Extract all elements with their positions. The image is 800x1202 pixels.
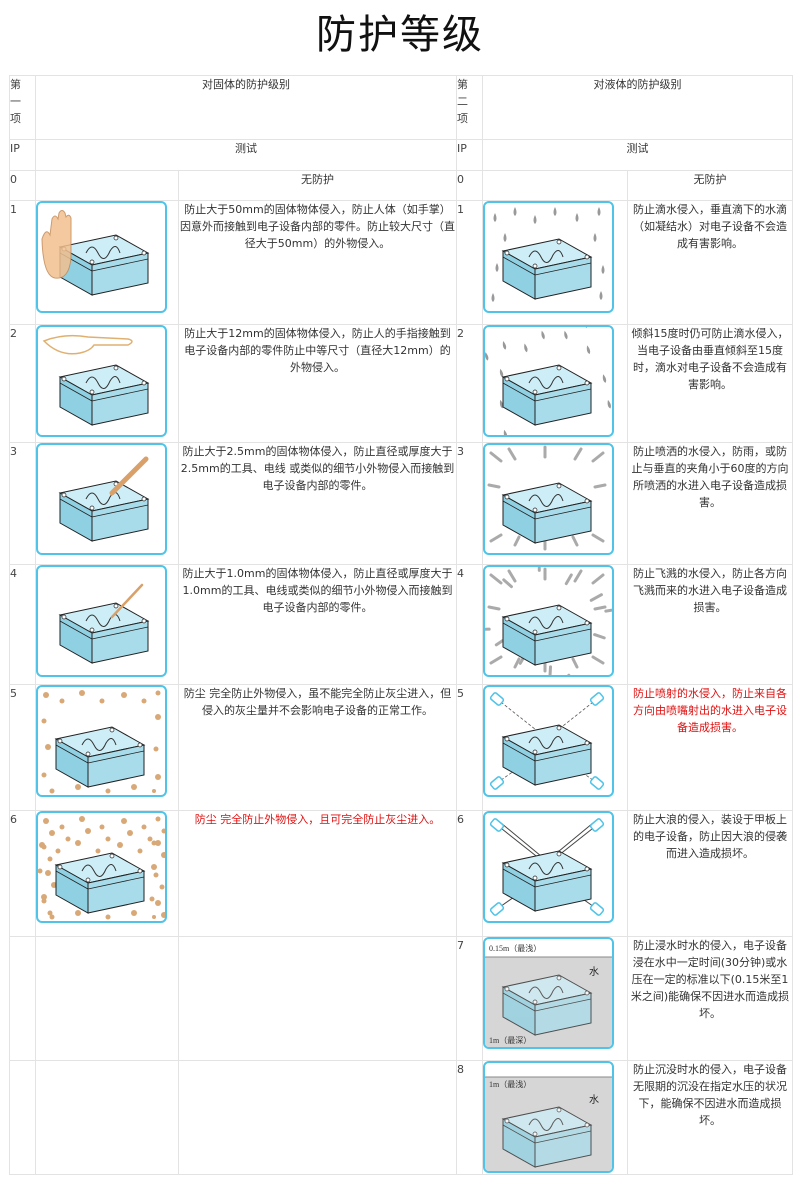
liquid-level-description: 防止喷洒的水侵入，防雨，或防止与垂直的夹角小于60度的方向所喷洒的水进入电子设备… [627, 442, 793, 565]
ipx8-submersion-illustration: 1m（最浅） 水 [483, 1061, 614, 1173]
second-item-label: 第二项 [456, 75, 483, 140]
liquid-level-number: 3 [456, 442, 483, 565]
empty-cell [35, 1060, 179, 1175]
table-row: 7 0.15m（最浅） 水 1m（最深） 防止浸水时水的侵入，电子设备浸在水中一… [9, 936, 793, 1061]
ip2x-finger-illustration [36, 325, 167, 437]
top-depth-label: 0.15m（最浅） [489, 943, 541, 953]
table-row: 5 防尘 完全防止外物侵入，虽不能完全防止灰尘进入，但侵入的灰尘量并不会影响电子… [9, 684, 793, 811]
solid-level-description: 防止大于12mm的固体物体侵入，防止人的手指接触到电子设备内部的零件防止中等尺寸… [178, 324, 457, 443]
ipx2-tilted-drip-illustration [483, 325, 614, 437]
water-label: 水 [589, 966, 599, 978]
liquid-level-number: 1 [456, 200, 483, 325]
ipx5-water-jet-illustration [483, 685, 614, 797]
first-item-label: 第一项 [9, 75, 36, 140]
ip5x-dust-protected-illustration [36, 685, 167, 797]
liquid-level-description: 防止大浪的侵入，装设于甲板上的电子设备，防止因大浪的侵袭而进入造成损坏。 [627, 810, 793, 937]
image-cell [35, 200, 179, 325]
liquid-level-description: 无防护 [627, 170, 793, 201]
liquid-level-number: 8 [456, 1060, 483, 1175]
ipx6-heavy-sea-illustration [483, 811, 614, 923]
ipx4-splash-illustration [483, 565, 614, 677]
ip1x-hand-illustration [36, 201, 167, 313]
image-cell [35, 684, 179, 811]
ip6x-dust-tight-illustration [36, 811, 167, 923]
image-cell [482, 200, 628, 325]
liquid-level-description: 防止飞溅的水侵入，防止各方向飞溅而来的水进入电子设备造成损害。 [627, 564, 793, 685]
ip4x-wire-illustration [36, 565, 167, 677]
table-row: 1 防止大于50mm的固体物体侵入，防止人体（如手掌）因意外而接触到电子设备内部… [9, 200, 793, 325]
liquid-test-label: 测试 [482, 139, 793, 171]
ip-label: IP [456, 139, 483, 171]
liquid-level-number: 6 [456, 810, 483, 937]
solid-level-number: 3 [9, 442, 36, 565]
page-title: 防护等级 [316, 12, 484, 58]
solid-level-description: 防止大于2.5mm的固体物体侵入，防止直径或厚度大于2.5mm的工具、电线 或类… [178, 442, 457, 565]
top-depth-label: 1m（最浅） [489, 1079, 531, 1089]
liquid-level-number: 2 [456, 324, 483, 443]
table-row: 3 防止大于2.5mm的固体物体侵入，防止直径或厚度大于2.5mm的工具、电线 … [9, 442, 793, 565]
image-cell [482, 442, 628, 565]
solid-level-description: 无防护 [178, 170, 457, 201]
image-cell [35, 442, 179, 565]
liquid-level-description: 防止沉没时水的侵入，电子设备无限期的沉没在指定水压的状况下，能确保不因进水而造成… [627, 1060, 793, 1175]
table-row: 2 防止大于12mm的固体物体侵入，防止人的手指接触到电子设备内部的零件防止中等… [9, 324, 793, 443]
solid-level-number: 5 [9, 684, 36, 811]
image-cell: 1m（最浅） 水 [482, 1060, 628, 1175]
image-cell [482, 324, 628, 443]
image-cell [35, 564, 179, 685]
liquid-level-number: 5 [456, 684, 483, 811]
liquid-level-number: 4 [456, 564, 483, 685]
water-label: 水 [589, 1094, 599, 1106]
liquid-level-number: 7 [456, 936, 483, 1061]
solid-level-number: 1 [9, 200, 36, 325]
liquid-level-description: 防止滴水侵入，垂直滴下的水滴（如凝结水）对电子设备不会造成有害影响。 [627, 200, 793, 325]
table-row: 4 防止大于1.0mm的固体物体侵入，防止直径或厚度大于1.0mm的工具、电线或… [9, 564, 793, 685]
solid-level-description: 防尘 完全防止外物侵入，虽不能完全防止灰尘进入，但侵入的灰尘量并不会影响电子设备… [178, 684, 457, 811]
liquid-level-description: 防止浸水时水的侵入，电子设备浸在水中一定时间(30分钟)或水压在一定的标准以下(… [627, 936, 793, 1061]
table-row: 8 1m（最浅） 水 防止沉没时水的侵入，电子设备无限期的沉没在指定水压的状况下… [9, 1060, 793, 1175]
solid-level-description: 防止大于1.0mm的固体物体侵入，防止直径或厚度大于1.0mm的工具、电线或类似… [178, 564, 457, 685]
solid-protection-title: 对固体的防护级别 [35, 75, 457, 140]
ipx3-spray-illustration [483, 443, 614, 555]
header-row: 第一项 对固体的防护级别 第二项 对液体的防护级别 [9, 75, 793, 140]
image-cell [35, 810, 179, 937]
image-cell [482, 810, 628, 937]
table-row: 0 无防护 0 无防护 [9, 170, 793, 201]
solid-level-number [9, 936, 36, 1061]
solid-level-number: 6 [9, 810, 36, 937]
empty-cell [35, 936, 179, 1061]
solid-level-number: 4 [9, 564, 36, 685]
liquid-protection-title: 对液体的防护级别 [482, 75, 793, 140]
liquid-level-description: 防止喷射的水侵入，防止来自各方向由喷嘴射出的水进入电子设备造成损害。 [627, 684, 793, 811]
solid-test-label: 测试 [35, 139, 457, 171]
image-cell [482, 684, 628, 811]
ipx7-immersion-illustration: 0.15m（最浅） 水 1m（最深） [483, 937, 614, 1049]
image-cell [482, 564, 628, 685]
ip-rating-table: 第一项 对固体的防护级别 第二项 对液体的防护级别 IP 测试 IP 测试 0 … [9, 75, 793, 1175]
image-cell: 0.15m（最浅） 水 1m（最深） [482, 936, 628, 1061]
solid-level-number: 2 [9, 324, 36, 443]
liquid-level-number: 0 [456, 170, 483, 201]
subheader-row: IP 测试 IP 测试 [9, 139, 793, 171]
empty-cell [178, 1060, 457, 1175]
solid-level-number: 0 [9, 170, 36, 201]
solid-level-number [9, 1060, 36, 1175]
liquid-level-description: 倾斜15度时仍可防止滴水侵入，当电子设备由垂直倾斜至15度时，滴水对电子设备不会… [627, 324, 793, 443]
ip-label: IP [9, 139, 36, 171]
table-row: 6 防尘 完全防止外物侵入，且可完全防止灰尘进入。 6 [9, 810, 793, 937]
bottom-depth-label: 1m（最深） [489, 1036, 531, 1045]
solid-level-description: 防尘 完全防止外物侵入，且可完全防止灰尘进入。 [178, 810, 457, 937]
solid-level-description: 防止大于50mm的固体物体侵入，防止人体（如手掌）因意外而接触到电子设备内部的零… [178, 200, 457, 325]
image-cell [35, 324, 179, 443]
empty-cell [482, 170, 628, 201]
empty-cell [35, 170, 179, 201]
ipx1-vertical-drip-illustration [483, 201, 614, 313]
empty-cell [178, 936, 457, 1061]
ip3x-tool-illustration [36, 443, 167, 555]
